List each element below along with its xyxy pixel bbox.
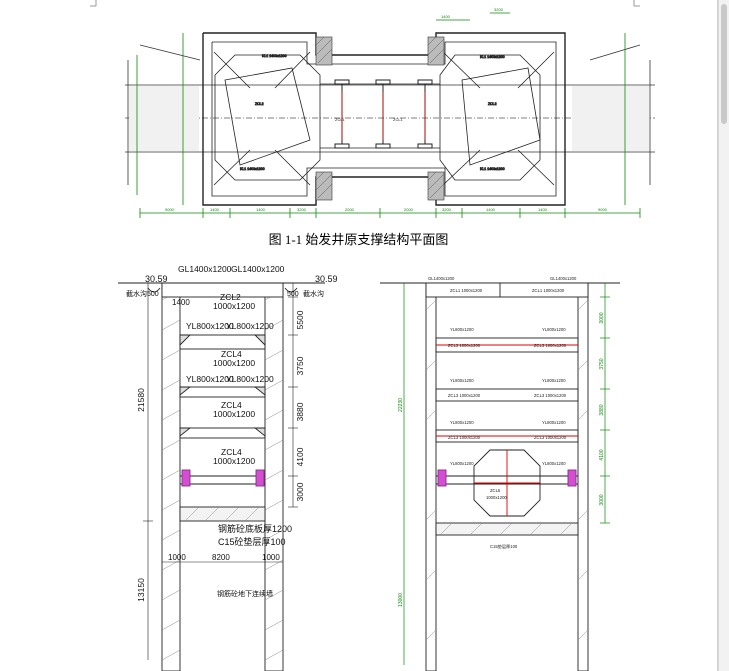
- label-r-yl-4: YL800x1200: [542, 378, 566, 383]
- plan-label-zcl1-b: ZCL1: [393, 117, 404, 122]
- dim-1400: 1400: [172, 298, 190, 307]
- label-r-yl-7: YL800x1200: [450, 461, 474, 466]
- svg-text:2000: 2000: [345, 207, 355, 212]
- dim-500-left: 500: [147, 291, 159, 298]
- plan-label-zcl1-a: ZCL1: [335, 117, 346, 122]
- label-diaphragm-wall: 钢筋砼地下连续墙: [217, 589, 273, 598]
- dim-v-5: 3000: [295, 482, 305, 501]
- svg-text:KL1 1400x1200: KL1 1400x1200: [262, 54, 287, 58]
- label-r-zcl3-a: ZCL3 1000x1200: [448, 343, 481, 348]
- label-base-cushion: C15砼垫层厚100: [218, 536, 286, 547]
- dim-total-bottom: 13150: [136, 578, 146, 602]
- dim-500-right: 500: [287, 291, 299, 298]
- label-r-gl-right: GL1400x1200: [550, 276, 577, 281]
- label-r-ring: ZCL5: [490, 488, 501, 493]
- dim-r-4: 4100: [599, 449, 605, 460]
- label-r-yl-1: YL800x1200: [450, 327, 474, 332]
- svg-text:1400: 1400: [486, 207, 496, 212]
- dim-v-2: 3750: [295, 356, 305, 375]
- svg-text:2000: 2000: [404, 207, 414, 212]
- dim-width-right: 1000: [262, 553, 280, 562]
- dim-r-bottom: 13000: [398, 593, 404, 607]
- svg-text:1400: 1400: [210, 207, 220, 212]
- svg-text:KL1 1400x1200: KL1 1400x1200: [480, 55, 505, 59]
- figure-caption: 图 1-1 始发井原支撑结构平面图: [268, 232, 449, 247]
- label-r-yl-5: YL800x1200: [450, 420, 474, 425]
- right-section-labels: GL1400x1200 GL1400x1200 ZCL1 1000x1200 Z…: [428, 276, 577, 550]
- label-yl-1: YL800x1200: [186, 321, 234, 331]
- svg-text:3200: 3200: [494, 7, 504, 12]
- label-r-ring-size: 1000x1200: [486, 495, 507, 500]
- left-section: [118, 282, 325, 671]
- dim-v-3: 3880: [295, 402, 305, 421]
- label-zcl2: ZCL2: [220, 292, 241, 302]
- svg-text:KL1 1400x1200: KL1 1400x1200: [480, 167, 505, 171]
- label-ditch-left: 截水沟: [126, 289, 147, 298]
- label-r-base: C15垫层厚100: [490, 543, 518, 550]
- label-yl-4: YL800x1200: [226, 374, 274, 384]
- dim-v-1: 5500: [295, 310, 305, 329]
- label-r-zcl3-c: ZCL3 1000x1200: [448, 393, 481, 398]
- label-r-yl-3: YL800x1200: [450, 378, 474, 383]
- svg-text:ZCL2: ZCL2: [255, 102, 264, 106]
- svg-text:3200: 3200: [297, 207, 307, 212]
- dim-width-mid: 8200: [212, 553, 230, 562]
- svg-text:9000: 9000: [598, 207, 608, 212]
- label-r-yl-2: YL800x1200: [542, 327, 566, 332]
- label-zcl4-size-3: 1000x1200: [213, 456, 255, 466]
- dim-v-4: 4100: [295, 447, 305, 466]
- label-gl-left: GL1400x1200: [178, 264, 232, 274]
- vertical-scrollbar[interactable]: [718, 0, 729, 671]
- label-gl-right: GL1400x1200: [231, 264, 285, 274]
- label-r-zcl1-a: ZCL1 1000x1200: [450, 288, 483, 293]
- dim-r-1: 3000: [599, 312, 605, 323]
- elevation-left: 30.59: [145, 274, 168, 284]
- label-zcl2-size: 1000x1200: [213, 301, 255, 311]
- scrollbar-thumb[interactable]: [721, 4, 727, 124]
- label-r-yl-8: YL800x1200: [542, 461, 566, 466]
- svg-text:ZCL2: ZCL2: [488, 102, 497, 106]
- dim-r-5: 3000: [599, 494, 605, 505]
- svg-text:KL1 1400x1200: KL1 1400x1200: [240, 167, 265, 171]
- left-section-labels: GL1400x1200 GL1400x1200 30.59 30.59 截水沟 …: [126, 264, 338, 598]
- label-zcl4-1: ZCL4: [221, 349, 242, 359]
- svg-text:1400: 1400: [441, 14, 451, 19]
- svg-text:1400: 1400: [256, 207, 266, 212]
- right-section-vertical-dims: 3000 3750 3880 4100 3000 22230 13000: [398, 312, 605, 607]
- label-r-zcl3-b: ZCL3 1000x1200: [534, 343, 567, 348]
- label-r-zcl3-f: ZCL3 1000x1200: [534, 435, 567, 440]
- plan-dim: 9000: [165, 207, 175, 212]
- label-r-zcl3-d: ZCL3 1000x1200: [534, 393, 567, 398]
- label-r-yl-6: YL800x1200: [542, 420, 566, 425]
- dim-r-2: 3750: [599, 358, 605, 369]
- label-zcl4-2: ZCL4: [221, 400, 242, 410]
- label-r-gl-left: GL1400x1200: [428, 276, 455, 281]
- dim-width-left: 1000: [168, 553, 186, 562]
- label-r-zcl3-e: ZCL3 1000x1200: [448, 435, 481, 440]
- label-zcl4-size-2: 1000x1200: [213, 409, 255, 419]
- label-ditch-right: 截水沟: [303, 289, 324, 298]
- svg-text:3200: 3200: [442, 207, 452, 212]
- elevation-right: 30.59: [315, 274, 338, 284]
- label-zcl4-3: ZCL4: [221, 447, 242, 457]
- label-r-zcl1-b: ZCL1 1000x1200: [532, 288, 565, 293]
- dim-total-top: 21580: [136, 388, 146, 412]
- right-section: [380, 282, 620, 671]
- label-zcl4-size-1: 1000x1200: [213, 358, 255, 368]
- crop-marks: [90, 0, 640, 7]
- left-section-vertical-dims: 5500 3750 3880 4100 3000 21580 13150: [136, 310, 305, 602]
- plan-dimension-text: 9000 1400 1400 3200 2000 2000 3200 1400 …: [165, 7, 608, 212]
- svg-text:1400: 1400: [538, 207, 548, 212]
- dim-r-total: 22230: [398, 398, 404, 412]
- plan-view: 9000 1400 1400 3200 2000 2000 3200 1400 …: [125, 7, 655, 218]
- label-yl-3: YL800x1200: [186, 374, 234, 384]
- dim-r-3: 3880: [599, 404, 605, 415]
- label-yl-2: YL800x1200: [226, 321, 274, 331]
- label-base-slab: 钢筋砼底板厚1200: [218, 523, 292, 534]
